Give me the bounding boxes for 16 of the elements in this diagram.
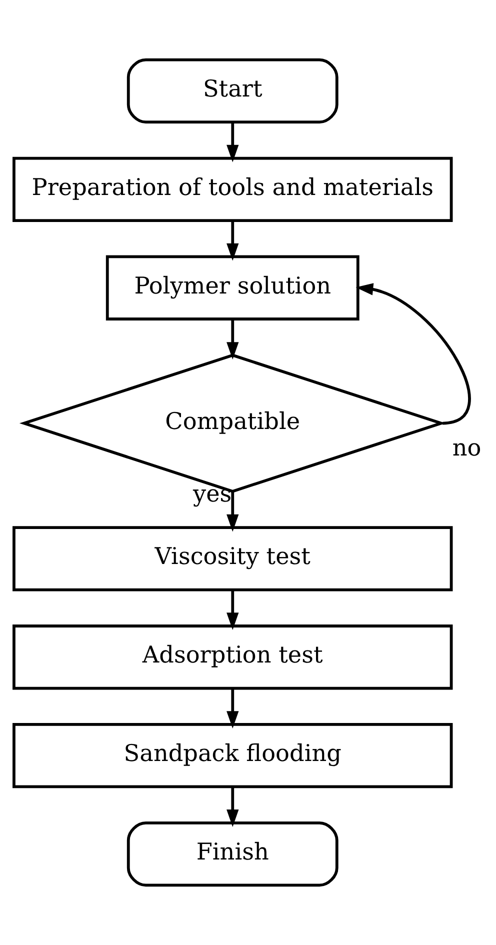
arrow [226, 590, 239, 630]
node-box: Preparation of tools and materials [12, 156, 453, 222]
arrow [226, 491, 239, 532]
node-box: Adsorption test [12, 624, 453, 690]
arrow [226, 319, 239, 360]
node-box: Start [126, 58, 338, 124]
arrow [356, 283, 471, 425]
arrow [226, 220, 239, 261]
edge-label: no [452, 436, 482, 462]
node-box: Finish [126, 822, 338, 887]
node-box: Sandpack flooding [12, 723, 453, 788]
node-box: Viscosity test [12, 526, 453, 592]
arrow [226, 786, 239, 827]
arrow [226, 122, 239, 162]
arrow [226, 688, 239, 728]
node-box: Polymer solution [106, 255, 360, 320]
